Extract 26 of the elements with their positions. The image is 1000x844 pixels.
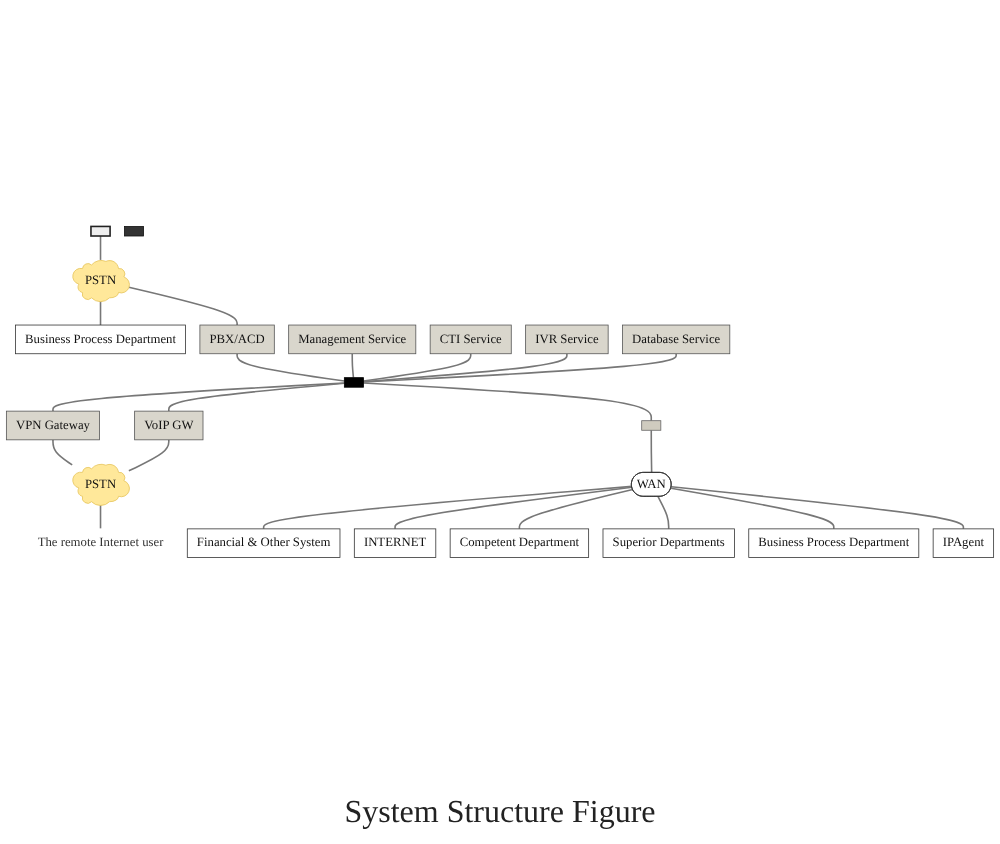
node-phone (90, 225, 111, 237)
connector (362, 352, 568, 383)
connector (394, 486, 633, 530)
connector (362, 382, 653, 422)
connector (362, 352, 472, 382)
node-bar (343, 377, 364, 388)
connector (52, 382, 346, 412)
connector (670, 487, 835, 530)
connector (99, 300, 102, 326)
figure-caption: System Structure Figure (344, 796, 656, 830)
connector (128, 286, 238, 326)
connector (52, 439, 73, 466)
connector (168, 382, 346, 412)
connector (362, 352, 677, 383)
connector (128, 439, 170, 472)
connector (262, 485, 633, 530)
connector (236, 352, 346, 382)
connector (670, 486, 965, 530)
connector (351, 352, 355, 379)
connector (99, 504, 102, 530)
connector (99, 235, 102, 261)
node-router (641, 420, 662, 431)
connector (518, 488, 634, 530)
connector (657, 495, 670, 530)
connector (650, 429, 653, 474)
node-computer (124, 226, 144, 237)
